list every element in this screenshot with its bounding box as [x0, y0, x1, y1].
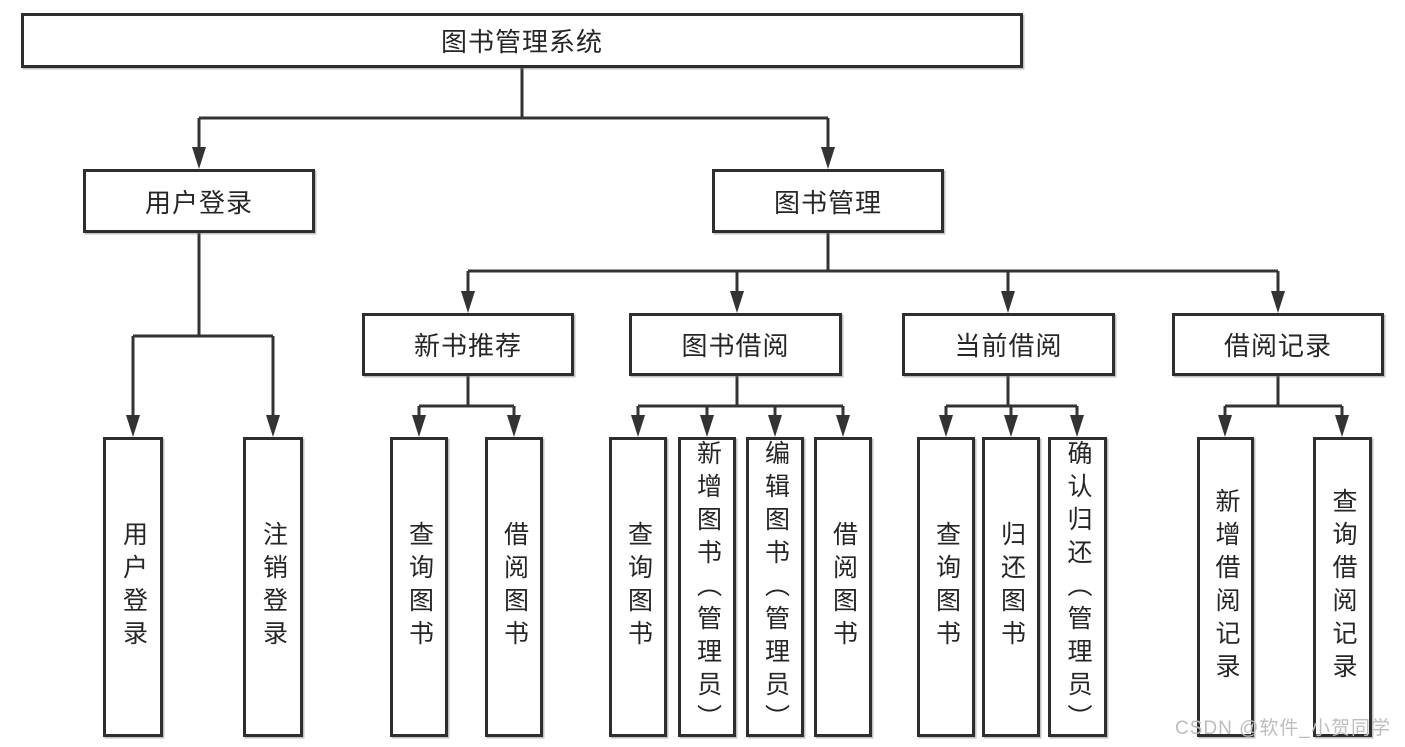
leaf-query-borrow-record: 查询借阅记录	[1313, 437, 1372, 737]
node-book-management: 图书管理	[712, 169, 944, 233]
node-user-login: 用户登录	[83, 169, 315, 233]
leaf-borrow-query-books: 查询图书	[609, 437, 667, 737]
leaf-current-query-books: 查询图书	[917, 437, 975, 737]
node-book-borrow: 图书借阅	[629, 313, 842, 376]
connector-current-borrow	[939, 376, 1084, 437]
node-borrow-record: 借阅记录	[1172, 313, 1384, 376]
leaf-user-login: 用户登录	[103, 437, 163, 737]
csdn-watermark: CSDN @软件_小贺同学	[1175, 718, 1391, 739]
node-new-book-recommend: 新书推荐	[362, 313, 574, 376]
leaf-newbook-borrow-books: 借阅图书	[485, 437, 543, 737]
leaf-borrow-books: 借阅图书	[814, 437, 872, 737]
leaf-edit-books-admin: 编辑图书（管理员）	[746, 437, 804, 737]
connector-user-login	[126, 233, 280, 437]
leaf-newbook-query-books: 查询图书	[390, 437, 448, 737]
leaf-add-books-admin: 新增图书（管理员）	[678, 437, 736, 737]
node-current-borrow: 当前借阅	[902, 313, 1115, 376]
leaf-add-borrow-record: 新增借阅记录	[1197, 437, 1254, 737]
connector-book-management	[461, 233, 1285, 313]
leaf-return-books: 归还图书	[982, 437, 1040, 737]
connector-new-book	[412, 376, 521, 437]
leaf-confirm-return-admin: 确认归还（管理员）	[1048, 437, 1107, 737]
connector-book-borrow	[631, 376, 850, 437]
leaf-logout: 注销登录	[243, 437, 303, 737]
connector-borrow-record	[1218, 376, 1349, 437]
connector-root	[192, 68, 835, 169]
node-root-system: 图书管理系统	[21, 13, 1023, 68]
